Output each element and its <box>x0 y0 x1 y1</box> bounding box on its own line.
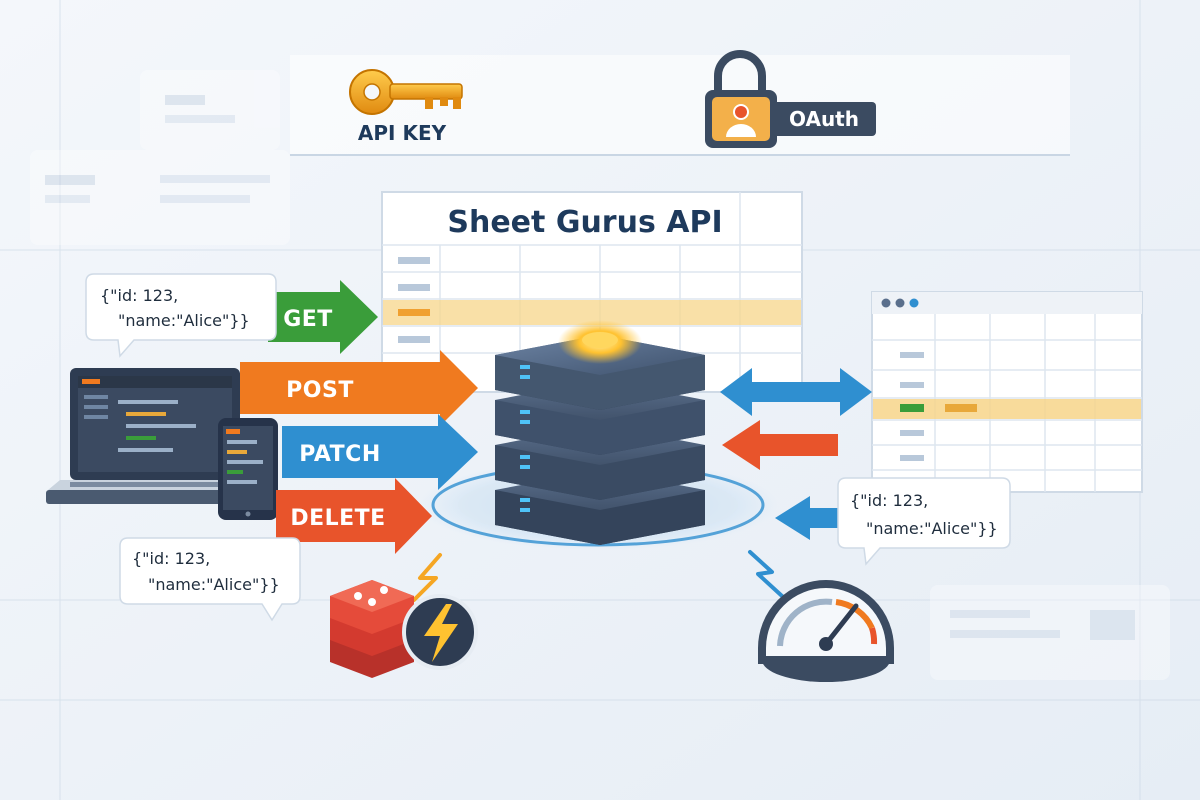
json-top-left-line2: "name:"Alice"}} <box>118 311 250 330</box>
spreadsheet-window <box>871 291 1143 493</box>
auth-banner <box>290 55 1070 155</box>
json-bottom-left-line2: "name:"Alice"}} <box>148 575 280 594</box>
patch-arrow <box>282 414 478 490</box>
sync-arrow-bidirectional <box>720 368 872 416</box>
lock-icon <box>705 50 777 148</box>
json-bubble-bottom-left <box>119 537 301 622</box>
post-label: POST <box>286 378 354 403</box>
post-arrow <box>240 350 478 426</box>
speedometer-icon <box>758 580 894 682</box>
spark-right <box>748 550 784 598</box>
delete-label: DELETE <box>290 506 385 531</box>
page-title: Sheet Gurus API <box>447 205 722 240</box>
response-arrow-blue <box>775 496 870 540</box>
key-icon <box>349 69 463 115</box>
api-key-label: API KEY <box>358 121 447 145</box>
get-label: GET <box>283 307 333 332</box>
phone-icon <box>218 418 278 520</box>
spark-left <box>412 553 442 602</box>
oauth-label: OAuth <box>789 107 859 131</box>
json-right-line2: "name:"Alice"}} <box>866 519 998 538</box>
patch-label: PATCH <box>299 442 381 467</box>
cache-icon <box>330 580 414 678</box>
laptop-icon <box>46 368 264 504</box>
oauth-badge <box>772 102 876 136</box>
server-icon <box>495 320 705 545</box>
response-arrow-red <box>722 420 838 470</box>
delete-arrow <box>276 478 432 554</box>
json-bubble-top-left <box>85 273 277 358</box>
lightning-icon <box>402 594 478 670</box>
json-top-left-line1: {"id: 123, <box>100 286 178 305</box>
json-bubble-right <box>837 477 1011 566</box>
json-bottom-left-line1: {"id: 123, <box>132 549 210 568</box>
json-right-line1: {"id: 123, <box>850 491 928 510</box>
get-arrow <box>268 280 378 354</box>
background-panels <box>30 70 1170 680</box>
